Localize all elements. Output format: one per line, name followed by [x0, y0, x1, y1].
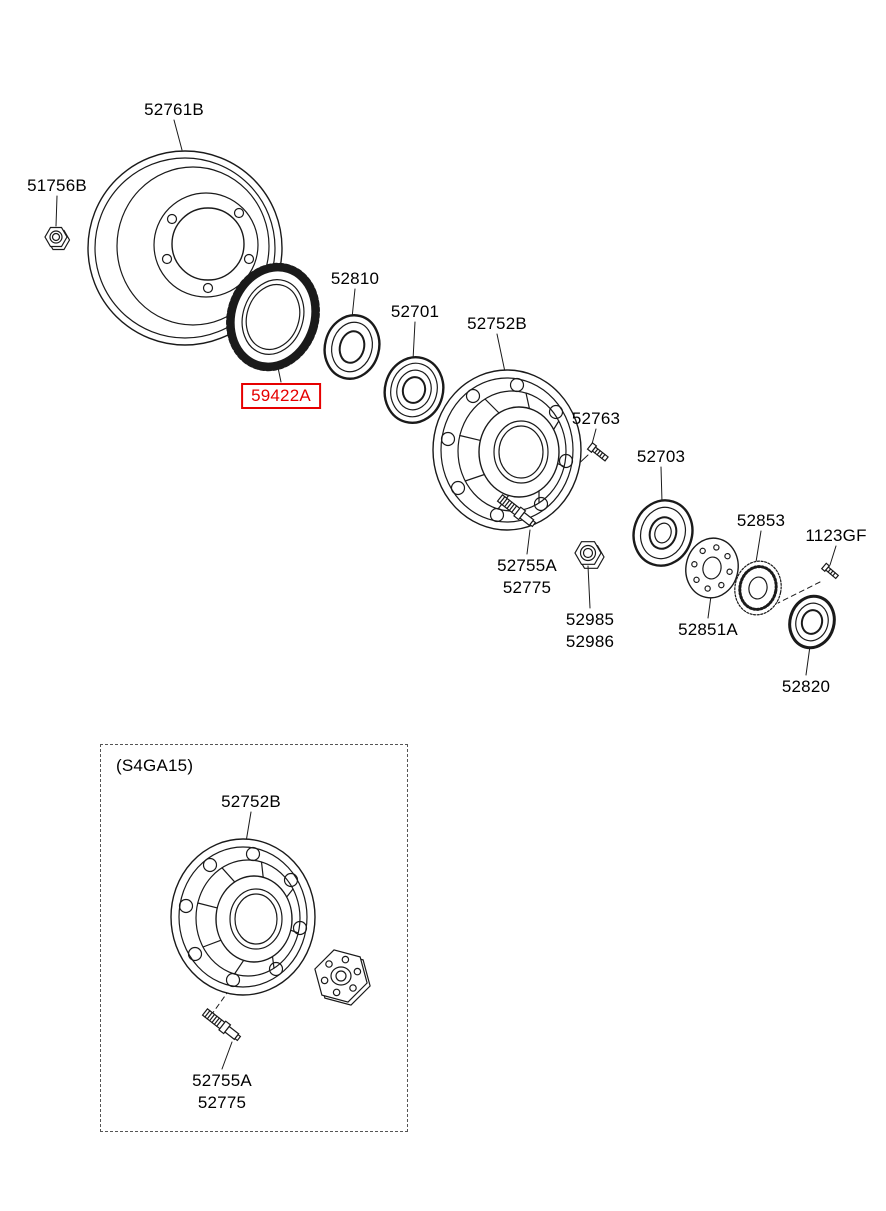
hub-bolt-drawing [496, 494, 537, 528]
part-label-castle-nut-alt[interactable]: 52986 [565, 632, 615, 651]
sub-part-label-hub-bolt-alt[interactable]: 52775 [197, 1093, 247, 1112]
sub-assembly-title: (S4GA15) [116, 756, 194, 775]
part-label-hub-nut[interactable]: 51756B [27, 176, 87, 195]
bolt-drawing [820, 562, 840, 580]
part-label-bearing-washer[interactable]: 52851A [678, 620, 738, 639]
part-label-bearing[interactable]: 52701 [390, 302, 440, 321]
sub-hub-drawing [170, 838, 316, 996]
outer-bearing-drawing [632, 499, 694, 567]
part-label-bolt[interactable]: 1123GF [805, 526, 867, 545]
tone-wheel-drawing [226, 262, 320, 372]
hub-drawing [432, 369, 582, 531]
part-label-inner-bearing[interactable]: 52810 [330, 269, 380, 288]
part-label-outer-bearing[interactable]: 52703 [636, 447, 686, 466]
sub-hub-bolt-drawing [201, 1008, 242, 1042]
lock-washer-drawing [734, 560, 782, 616]
part-label-castle-nut[interactable]: 52985 [565, 610, 615, 629]
bearing-washer-drawing [685, 537, 739, 599]
oil-seal-drawing [788, 594, 836, 650]
sub-part-label-hub-bolt[interactable]: 52755A [192, 1071, 252, 1090]
part-label-brake-drum[interactable]: 52761B [144, 100, 204, 119]
part-label-hub-bolt-alt[interactable]: 52775 [502, 578, 552, 597]
leader-lines [55, 119, 837, 1070]
sub-part-label-hub[interactable]: 52752B [221, 792, 281, 811]
part-label-hub-bolt[interactable]: 52755A [497, 556, 557, 575]
part-label-hub[interactable]: 52752B [467, 314, 527, 333]
part-label-oil-seal[interactable]: 52820 [781, 677, 831, 696]
part-label-stud[interactable]: 52763 [571, 409, 621, 428]
part-label-tone-wheel-highlighted[interactable]: 59422A [241, 383, 321, 409]
inner-bearing-drawing [323, 314, 381, 380]
sub-flange-nut-drawing [314, 949, 371, 1006]
sub-assembly-frame [100, 744, 408, 1132]
castle-nut-drawing [574, 541, 605, 569]
bearing-drawing [383, 356, 445, 424]
part-label-lock-washer[interactable]: 52853 [736, 511, 786, 530]
stud-drawing [586, 442, 609, 462]
hub-nut-drawing [44, 226, 71, 251]
